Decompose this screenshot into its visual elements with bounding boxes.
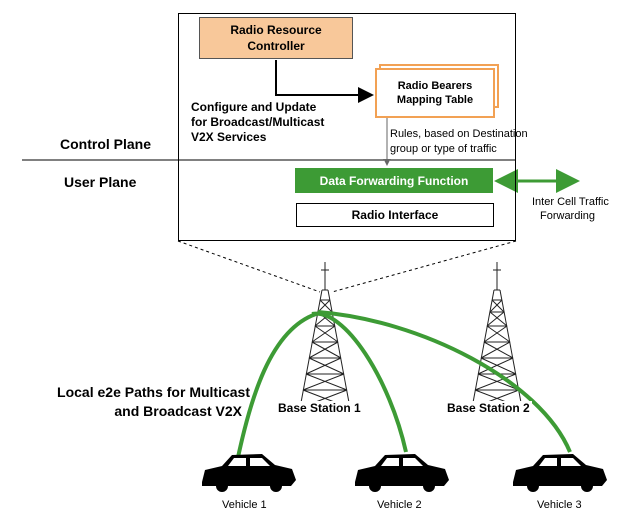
- vehicle-3-label: Vehicle 3: [537, 499, 582, 511]
- radio-interface-label: Radio Interface: [351, 208, 439, 222]
- local-paths-label: Local e2e Paths for Multicast and Broadc…: [10, 383, 250, 421]
- local-paths-line-1: Local e2e Paths for Multicast: [57, 384, 250, 400]
- rules-line-2: group or type of traffic: [390, 143, 497, 155]
- rrc-label: Radio Resource Controller: [230, 23, 322, 53]
- vehicle-1-label: Vehicle 1: [222, 499, 267, 511]
- user-plane-label: User Plane: [64, 174, 137, 190]
- control-plane-label: Control Plane: [60, 136, 152, 152]
- e2e-path-vehicle2: [311, 311, 408, 453]
- configure-line-1: Configure and Update: [191, 100, 317, 114]
- rules-line-1: Rules, based on Destination: [390, 128, 528, 140]
- rbmt-label: Radio Bearers Mapping Table: [396, 80, 474, 106]
- zoom-line-left: [177, 240, 321, 293]
- configure-line-3: V2X Services: [191, 130, 267, 144]
- base-station-detail-box: [178, 13, 516, 241]
- configure-text: Configure and Update for Broadcast/Multi…: [191, 100, 381, 145]
- base-station-2-label: Base Station 2: [445, 401, 532, 415]
- vehicle-2-label: Vehicle 2: [377, 499, 422, 511]
- tower-icon: [471, 262, 523, 409]
- radio-bearers-mapping-table-box: Radio Bearers Mapping Table: [375, 68, 495, 118]
- local-paths-line-2: and Broadcast V2X: [114, 403, 242, 419]
- radio-interface-box: Radio Interface: [296, 203, 494, 227]
- inter-cell-text: Inter Cell Traffic Forwarding: [532, 195, 627, 223]
- e2e-path-vehicle3: [317, 310, 572, 453]
- tower-icon: [299, 262, 351, 409]
- e2e-path-vehicle1: [235, 312, 317, 463]
- inter-cell-line-2: Forwarding: [540, 210, 596, 222]
- rrc-to-table-arrow: [275, 60, 374, 103]
- car-icon: [355, 454, 449, 492]
- radio-resource-controller-box: Radio Resource Controller: [199, 17, 353, 59]
- base-station-1-label: Base Station 1: [276, 401, 363, 415]
- zoom-line-right: [331, 240, 517, 293]
- rules-text: Rules, based on Destination group or typ…: [390, 127, 570, 157]
- car-icon: [202, 454, 296, 492]
- inter-cell-line-1: Inter Cell Traffic: [532, 196, 609, 208]
- configure-line-2: for Broadcast/Multicast: [191, 115, 325, 129]
- data-forwarding-function-box: Data Forwarding Function: [295, 168, 493, 193]
- car-icon: [513, 454, 607, 492]
- dff-label: Data Forwarding Function: [319, 173, 469, 188]
